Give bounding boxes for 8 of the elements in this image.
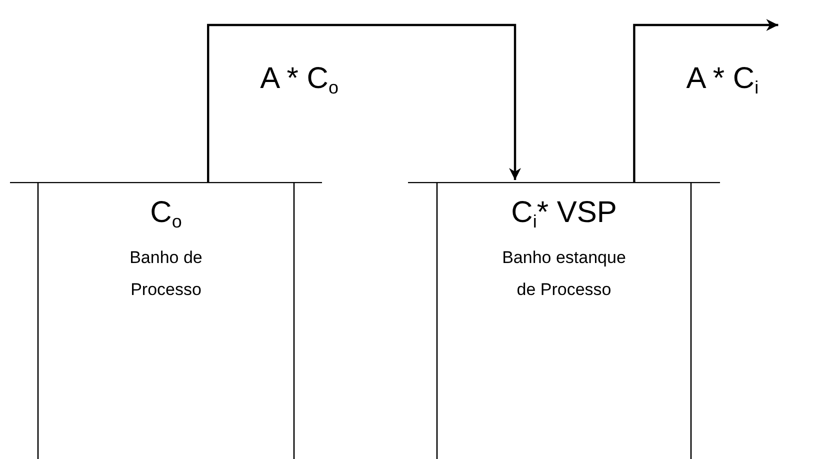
tank-label: Banho de Processo — [128, 247, 204, 301]
tank-label: Banho estanque de Processo — [501, 247, 627, 301]
arrow — [633, 19, 778, 182]
tank-heading: C$_{i}$* VSP — [510, 196, 618, 234]
tank-drawing — [10, 182, 322, 459]
tank-drawing — [408, 182, 720, 459]
arrow — [207, 24, 522, 182]
tank-heading: C$_{o}$ — [149, 196, 183, 234]
